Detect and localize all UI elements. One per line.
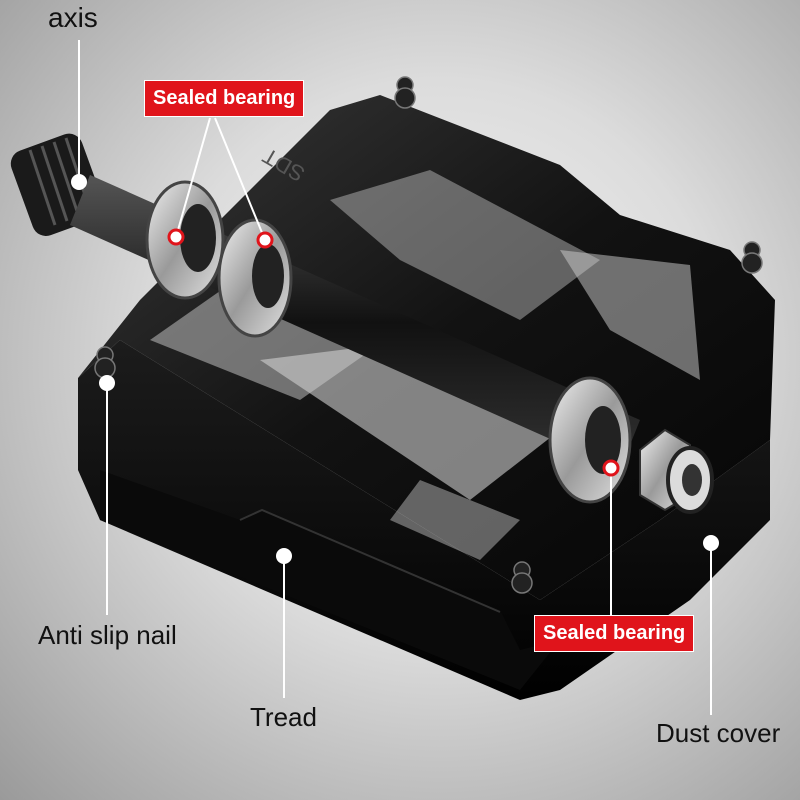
- bearing-right: [548, 376, 632, 504]
- bearing-inner-left: [217, 218, 293, 338]
- callout-lines: [78, 40, 712, 715]
- anti-slip-nail-label: Anti slip nail: [38, 620, 177, 650]
- dust-cover-label: Dust cover: [656, 718, 781, 748]
- callout-markers: [71, 174, 719, 564]
- dust-cover-nut: [639, 428, 714, 514]
- axis-label: axis: [48, 2, 98, 33]
- bearing-outer-left: [145, 180, 225, 300]
- anti-slip-pins: [94, 76, 763, 594]
- sealed-bearing-label-bottom: Sealed bearing: [534, 615, 695, 652]
- tread-label: Tread: [250, 702, 317, 732]
- sealed-bearing-label-top: Sealed bearing: [144, 80, 305, 117]
